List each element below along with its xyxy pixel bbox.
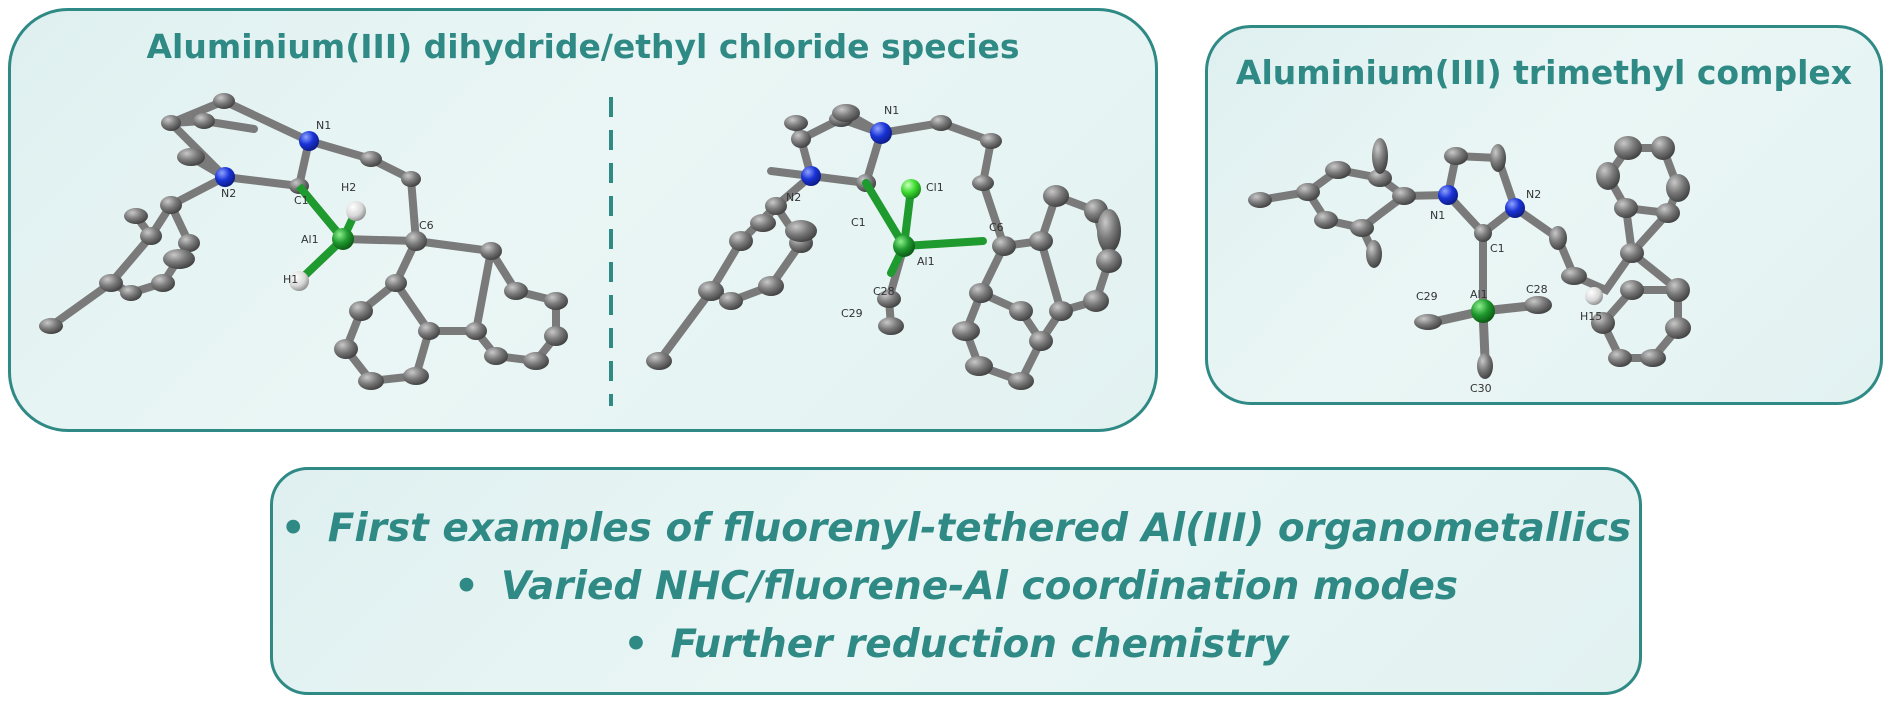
left-panel-title: Aluminium(III) dihydride/ethyl chloride …	[146, 27, 1020, 66]
structure-b-label-c1: C1	[851, 216, 866, 229]
structure-c: N1 N2 C1 Al1 C29 C28 C30 H15	[1248, 136, 1691, 395]
structure-b-label-cl1: Cl1	[926, 181, 944, 194]
structure-c-label-c30: C30	[1470, 382, 1492, 395]
structure-a-label-h1: H1	[283, 273, 298, 286]
structure-a-label-c1: C1	[294, 194, 309, 207]
structure-a-label-c6: C6	[419, 219, 434, 232]
structure-b-label-c6: C6	[989, 221, 1004, 234]
bullet-glyph: •	[623, 622, 649, 667]
dihydride-ethylchloride-panel: Aluminium(III) dihydride/ethyl chloride …	[8, 8, 1158, 432]
structure-a-label-h2: H2	[341, 181, 356, 194]
crystal-structure-right: N1 N2 C1 Al1 C29 C28 C30 H15	[1248, 136, 1691, 395]
bullet-text: Further reduction chemistry	[670, 622, 1289, 667]
trimethyl-panel: Aluminium(III) trimethyl complex	[1205, 25, 1883, 405]
structure-c-hydrogen-h15	[1585, 287, 1603, 305]
structure-b-label-c29: C29	[841, 307, 863, 320]
structure-c-label-c29: C29	[1416, 290, 1438, 303]
structure-c-carbon-atoms	[1248, 136, 1691, 367]
structure-b: N1 N2 C1 Cl1 Al1 C6 C28 C29	[646, 104, 1122, 390]
structure-b-carbon-atoms	[646, 104, 1122, 390]
structure-c-methyl-c28	[1524, 296, 1552, 314]
structure-c-label-al1: Al1	[1470, 288, 1488, 301]
structure-b-label-n2: N2	[786, 191, 801, 204]
structure-c-label-c1: C1	[1490, 242, 1505, 255]
structure-c-methyl-c29	[1414, 314, 1442, 330]
structure-a-nitrogen-n2	[215, 167, 235, 187]
structure-c-label-n1: N1	[1430, 209, 1445, 222]
summary-bullet-list: • First examples of fluorenyl-tethered Al…	[273, 500, 1639, 674]
structure-b-nitrogen-n1	[870, 122, 892, 144]
structure-a-hydrogen-h2	[346, 201, 366, 221]
structure-c-label-h15: H15	[1580, 310, 1602, 323]
structure-c-nitrogen-n2	[1505, 198, 1525, 218]
bullet-text: Varied NHC/fluorene-Al coordination mode…	[500, 564, 1459, 609]
structure-a-carbon-atoms	[39, 93, 568, 390]
structure-a-hydrogen-h1	[289, 271, 309, 291]
bullet-glyph: •	[453, 564, 479, 609]
structure-a-aluminium	[332, 228, 354, 250]
summary-panel: • First examples of fluorenyl-tethered Al…	[270, 467, 1642, 695]
structure-a-label-al1: Al1	[301, 233, 319, 246]
right-panel-title: Aluminium(III) trimethyl complex	[1235, 53, 1853, 92]
structure-c-methyl-c30	[1477, 353, 1493, 379]
structure-b-aluminium	[893, 235, 915, 257]
structure-b-nitrogen-n2	[801, 166, 821, 186]
structure-a: N1 N2 C1 H2 Al1 C6 H1	[39, 93, 568, 390]
structure-c-nitrogen-n1	[1438, 185, 1458, 205]
structure-a-label-n1: N1	[316, 119, 331, 132]
summary-bullet: • First examples of fluorenyl-tethered Al…	[273, 500, 1639, 558]
structure-c-aluminium	[1471, 299, 1495, 323]
structure-a-nitrogen-n1	[299, 131, 319, 151]
crystal-structures-left: N1 N2 C1 H2 Al1 C6 H1	[39, 93, 1122, 406]
structure-b-chlorine	[901, 179, 921, 199]
structure-b-label-c28: C28	[873, 285, 895, 298]
summary-bullet: • Varied NHC/fluorene-Al coordination mod…	[273, 558, 1639, 616]
summary-bullet: • Further reduction chemistry	[273, 616, 1639, 674]
bullet-text: First examples of fluorenyl-tethered Al(…	[327, 506, 1632, 551]
structure-a-al-c1-bond	[295, 183, 347, 242]
structure-a-label-n2: N2	[221, 187, 236, 200]
bullet-glyph: •	[280, 506, 306, 551]
structure-b-label-al1: Al1	[917, 255, 935, 268]
structure-c-label-n2: N2	[1526, 188, 1541, 201]
structure-c-label-c28: C28	[1526, 283, 1548, 296]
structure-b-label-n1: N1	[884, 104, 899, 117]
